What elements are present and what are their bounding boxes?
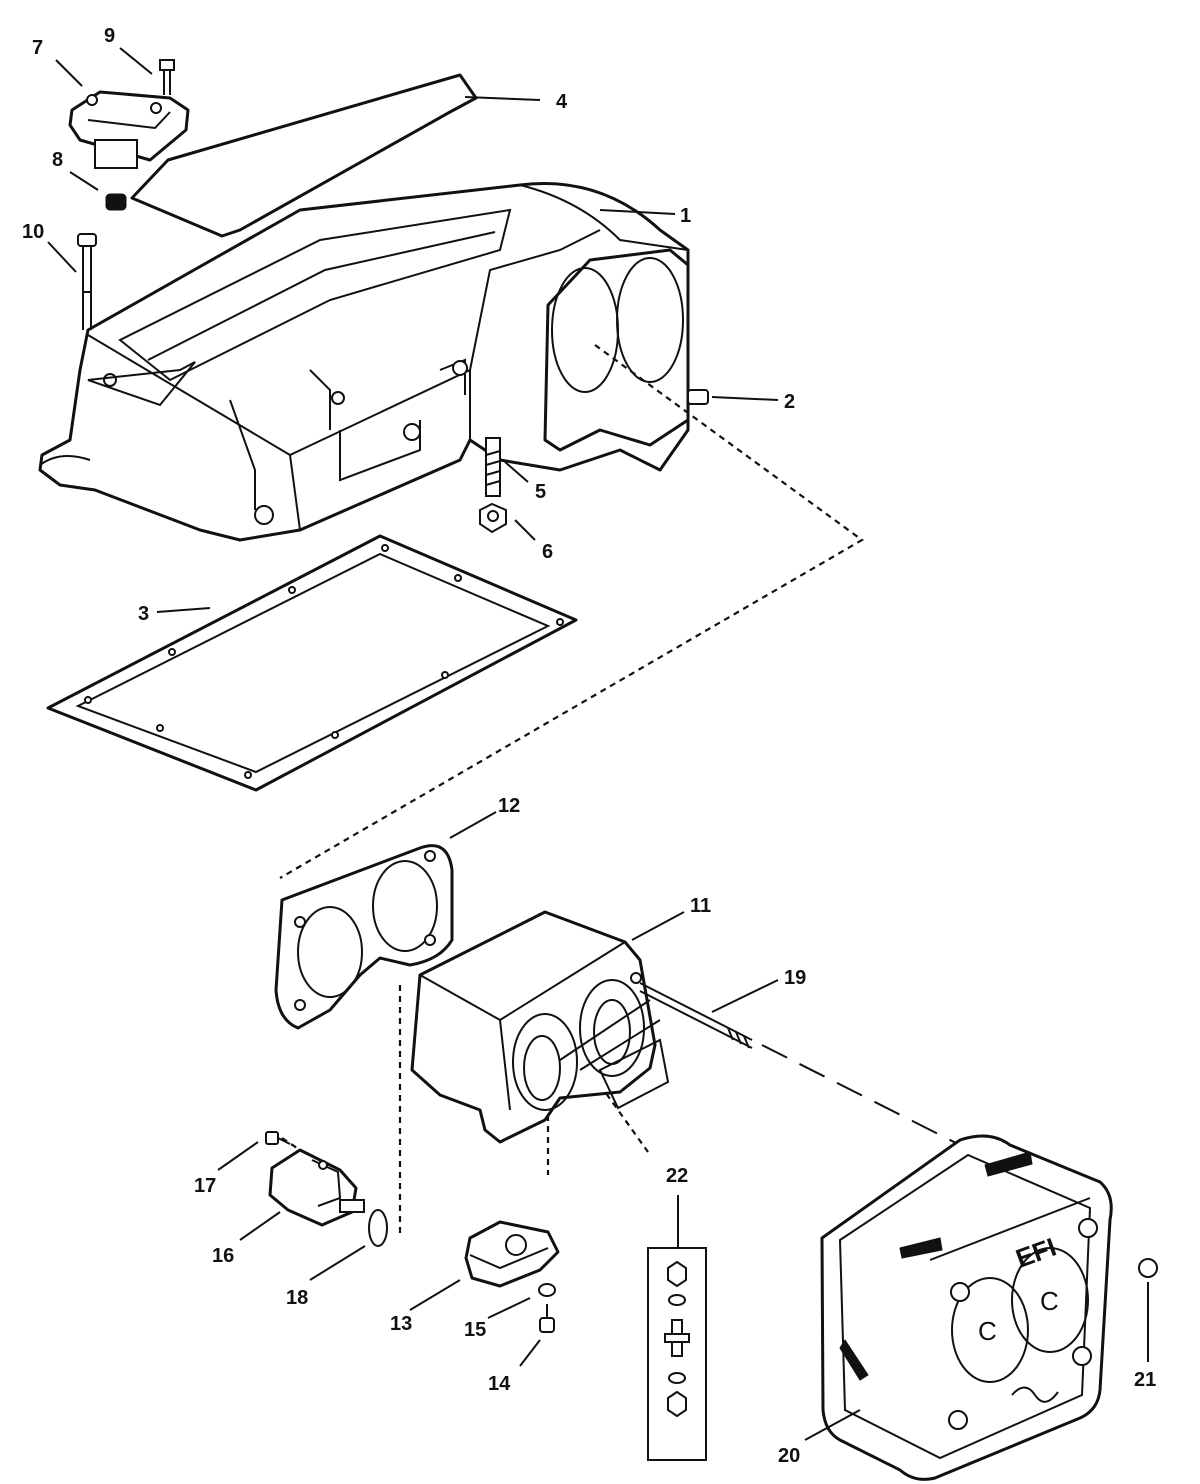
callout-20: 20: [778, 1445, 800, 1467]
callout-12: 12: [498, 795, 520, 817]
cap-plug: [1138, 1258, 1158, 1278]
callout-8: 8: [52, 149, 63, 171]
throttle-body-bolt: [639, 982, 753, 1049]
callout-9: 9: [104, 25, 115, 47]
throttle-position-sensor: [464, 1220, 560, 1288]
callout-17: 17: [194, 1175, 216, 1197]
alignment-line-plenum-to-gasket: [279, 344, 865, 879]
callout-7: 7: [32, 37, 43, 59]
long-bolt: [77, 233, 97, 330]
callout-11: 11: [690, 895, 711, 917]
callout-2: 2: [784, 391, 795, 413]
callout-19: 19: [784, 967, 806, 989]
tps-screw: [539, 1304, 555, 1333]
hardware-kit-box: [647, 1247, 707, 1461]
base-gasket: [46, 534, 578, 792]
callout-3: 3: [138, 603, 149, 625]
top-cover-plate: [130, 73, 478, 238]
stud: [485, 437, 501, 497]
callout-22: 22: [666, 1165, 688, 1187]
leader-lines: [47, 47, 1149, 1441]
grommet: [105, 193, 127, 211]
map-sensor: [68, 90, 190, 169]
callout-4: 4: [556, 91, 568, 113]
iac-screw: [265, 1131, 291, 1145]
callout-1: 1: [680, 205, 691, 227]
plenum-housing: [38, 181, 690, 542]
flame-arrestor-mark: C: [978, 1316, 997, 1346]
nut: [479, 502, 507, 534]
callouts: 1 2 3 4 5 6 7 8 9 10 11 12 13 14 15 16 1…: [22, 25, 1156, 1467]
o-ring: [368, 1209, 388, 1247]
flame-arrestor: EFI C C: [820, 1134, 1113, 1481]
callout-16: 16: [212, 1245, 234, 1267]
callout-14: 14: [488, 1373, 511, 1395]
callout-10: 10: [22, 221, 44, 243]
alignment-line-flame-arrestor: [761, 1044, 961, 1146]
callout-5: 5: [535, 481, 546, 503]
callout-21: 21: [1134, 1369, 1156, 1391]
callout-6: 6: [542, 541, 553, 563]
throttle-body: [410, 910, 670, 1144]
callout-15: 15: [464, 1319, 486, 1341]
throttle-body-gasket: [274, 844, 454, 1030]
screw-small: [159, 59, 175, 95]
idle-air-control-motor: [268, 1148, 365, 1227]
callout-18: 18: [286, 1287, 308, 1309]
washer: [538, 1283, 556, 1297]
flame-arrestor-mark: C: [1040, 1286, 1059, 1316]
plug: [687, 389, 709, 405]
callout-13: 13: [390, 1313, 412, 1335]
